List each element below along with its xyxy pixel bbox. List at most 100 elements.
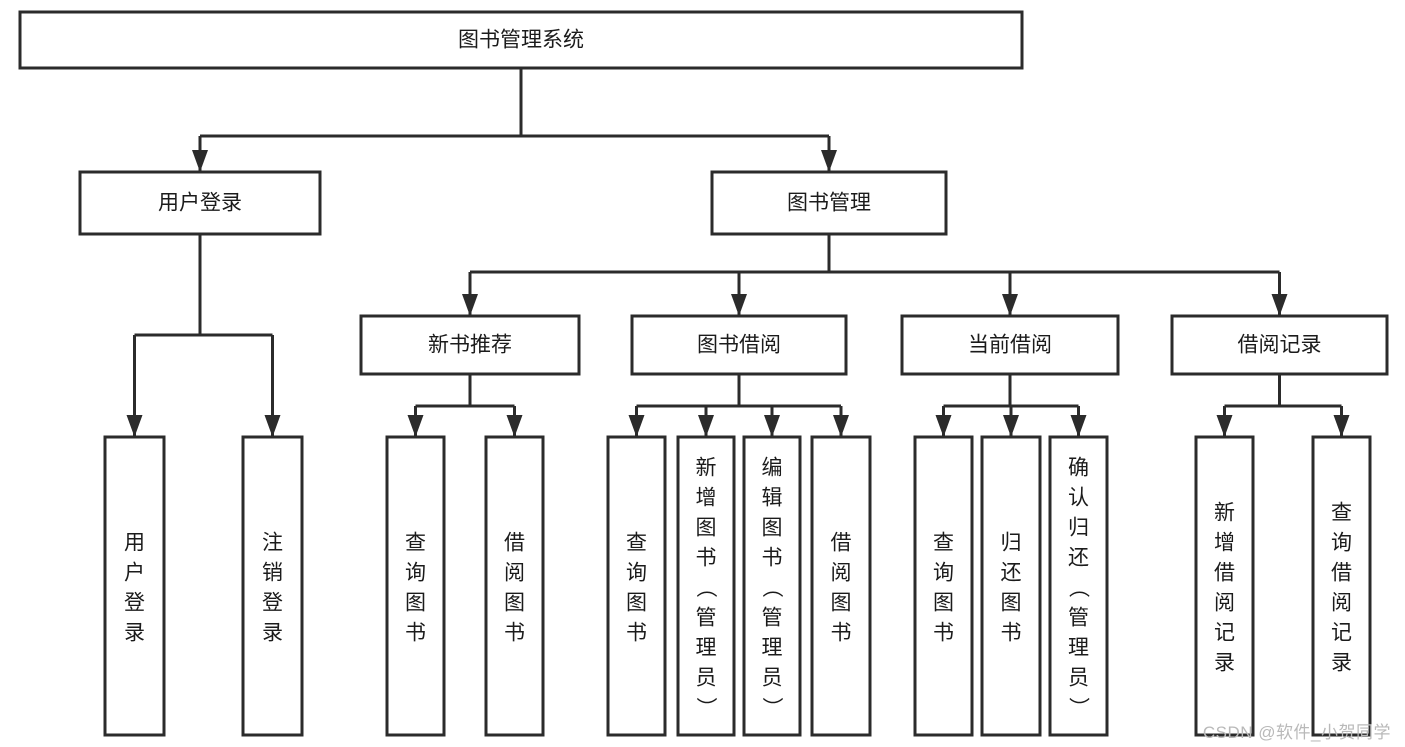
node-leaf-新增图书管理员-5[interactable] <box>676 435 736 737</box>
node-label-root: 图书管理系统 <box>458 29 584 52</box>
connector-layer <box>126 68 1350 437</box>
arrow-head-icon-leaf-3 <box>506 415 523 437</box>
svg-text:用: 用 <box>124 531 145 554</box>
svg-text:借: 借 <box>1214 561 1235 584</box>
node-label-level2-0: 用户登录 <box>158 192 242 215</box>
node-leaf-确认归还管理员-10[interactable] <box>1048 435 1109 737</box>
node-leaf-编辑图书管理员-6[interactable] <box>742 435 802 737</box>
svg-text:图: 图 <box>831 591 852 614</box>
svg-text:图: 图 <box>1001 591 1022 614</box>
svg-text:认: 认 <box>1068 486 1089 509</box>
svg-text:书: 书 <box>933 621 954 644</box>
node-leaf-查询图书-4[interactable] <box>606 435 667 737</box>
node-level2-用户登录[interactable] <box>78 170 322 236</box>
node-leaf-新增借阅记录-11[interactable] <box>1194 435 1255 737</box>
svg-text:借: 借 <box>504 531 525 554</box>
svg-text:图: 图 <box>504 591 525 614</box>
svg-text:归: 归 <box>1068 516 1089 539</box>
watermark-label: CSDN @软件_小贺同学 <box>1202 723 1391 742</box>
arrow-head-icon-leaf-5 <box>698 415 714 437</box>
arrow-head-icon-leaf-12 <box>1333 415 1350 437</box>
arrow-head-icon-leaf-0 <box>126 415 143 437</box>
svg-text:确: 确 <box>1068 456 1089 479</box>
node-root-图书管理系统[interactable] <box>18 10 1024 70</box>
svg-text:查: 查 <box>405 531 426 554</box>
node-level3-新书推荐[interactable] <box>359 314 581 376</box>
arrow-head-icon-leaf-9 <box>1003 415 1019 437</box>
node-leaf-用户登录-0[interactable] <box>103 435 166 737</box>
svg-text:录: 录 <box>1331 651 1352 674</box>
node-leaf-借阅图书-7[interactable] <box>810 435 872 737</box>
node-leaf-注销登录-1[interactable] <box>241 435 304 737</box>
svg-text:管: 管 <box>696 606 717 629</box>
svg-text:书: 书 <box>405 621 426 644</box>
arrow-head-icon-level3-0 <box>462 294 478 316</box>
node-level3-借阅记录[interactable] <box>1170 314 1389 376</box>
svg-text:阅: 阅 <box>504 561 525 584</box>
node-level2-图书管理[interactable] <box>710 170 948 236</box>
svg-text:理: 理 <box>762 636 783 659</box>
svg-text:记: 记 <box>1331 621 1352 644</box>
svg-text:阅: 阅 <box>1331 591 1352 614</box>
svg-text:书: 书 <box>831 621 852 644</box>
svg-text:管: 管 <box>762 606 783 629</box>
svg-text:图: 图 <box>762 516 783 539</box>
svg-text:查: 查 <box>1331 501 1352 524</box>
svg-text:还: 还 <box>1068 546 1089 569</box>
node-label-level3-1: 图书借阅 <box>697 334 781 357</box>
node-leaf-查询借阅记录-12[interactable] <box>1311 435 1372 737</box>
node-label-level3-2: 当前借阅 <box>968 334 1052 357</box>
node-leaf-查询图书-2[interactable] <box>385 435 446 737</box>
svg-text:增: 增 <box>696 486 717 509</box>
svg-text:图: 图 <box>933 591 954 614</box>
node-leaf-归还图书-9[interactable] <box>980 435 1042 737</box>
svg-text:借: 借 <box>831 531 852 554</box>
arrow-head-icon-level2-1 <box>821 150 837 172</box>
svg-text:（: （ <box>760 577 783 598</box>
svg-text:（: （ <box>694 577 717 598</box>
node-leaf-借阅图书-3[interactable] <box>484 435 545 737</box>
arrow-head-icon-leaf-7 <box>833 415 849 437</box>
svg-text:）: ） <box>760 697 783 718</box>
arrow-head-icon-leaf-4 <box>628 415 645 437</box>
svg-text:员: 员 <box>762 666 783 689</box>
node-level3-当前借阅[interactable] <box>900 314 1120 376</box>
svg-text:员: 员 <box>696 666 717 689</box>
svg-text:增: 增 <box>1214 531 1235 554</box>
svg-text:理: 理 <box>696 636 717 659</box>
svg-text:书: 书 <box>626 621 647 644</box>
svg-text:记: 记 <box>1214 621 1235 644</box>
svg-text:查: 查 <box>933 531 954 554</box>
arrow-head-icon-level3-1 <box>731 294 747 316</box>
svg-text:理: 理 <box>1068 636 1089 659</box>
node-label-level3-0: 新书推荐 <box>428 334 512 357</box>
arrow-head-icon-level2-0 <box>192 150 208 172</box>
svg-text:录: 录 <box>262 621 283 644</box>
svg-text:员: 员 <box>1068 666 1089 689</box>
svg-text:归: 归 <box>1001 531 1022 554</box>
svg-text:书: 书 <box>504 621 525 644</box>
svg-text:（: （ <box>1067 577 1090 598</box>
svg-text:查: 查 <box>626 531 647 554</box>
node-label-level2-1: 图书管理 <box>787 192 871 215</box>
svg-text:注: 注 <box>262 531 283 554</box>
svg-text:图: 图 <box>696 516 717 539</box>
arrow-head-icon-leaf-8 <box>935 415 952 437</box>
svg-text:编: 编 <box>762 456 783 479</box>
svg-text:户: 户 <box>124 561 145 584</box>
node-leaf-查询图书-8[interactable] <box>913 435 974 737</box>
node-level3-图书借阅[interactable] <box>630 314 848 376</box>
arrow-head-icon-level3-2 <box>1002 294 1018 316</box>
arrow-head-icon-leaf-6 <box>764 415 780 437</box>
svg-text:询: 询 <box>933 561 954 584</box>
